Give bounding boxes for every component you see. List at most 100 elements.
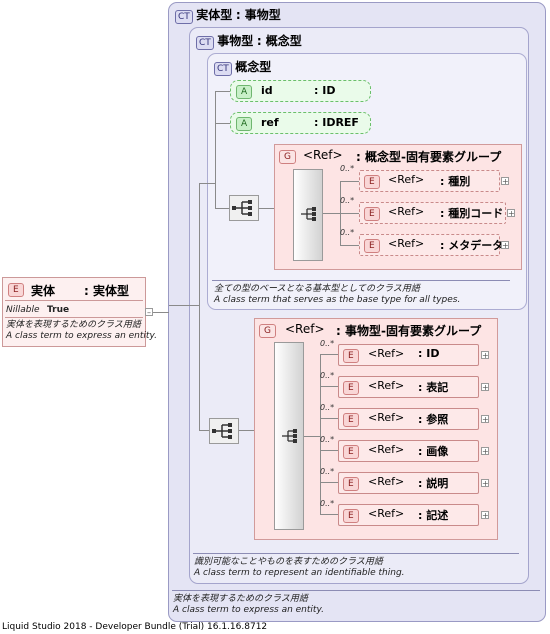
- connector: [320, 450, 338, 451]
- connector: [323, 213, 340, 214]
- group1-name: : 概念型-固有要素グループ: [356, 150, 502, 164]
- element-ref: <Ref>: [368, 411, 405, 424]
- element-ref: <Ref>: [368, 507, 405, 520]
- attribute-ref-type: : IDREF: [314, 116, 359, 129]
- expand-icon[interactable]: +: [501, 241, 509, 250]
- attribute-ref-name: ref: [261, 116, 279, 129]
- element-name: : メタデータ: [440, 239, 504, 252]
- expand-icon[interactable]: +: [501, 177, 509, 186]
- ct-middle-name: 事物型: [217, 34, 254, 48]
- ct-inner-name: 概念型: [235, 60, 272, 74]
- cardinality-label: 0..*: [320, 467, 335, 476]
- sequence-icon[interactable]: [229, 195, 259, 221]
- element-name: : 説明: [418, 477, 449, 490]
- expand-icon[interactable]: +: [481, 511, 489, 520]
- expand-icon[interactable]: +: [481, 351, 489, 360]
- attribute-ref[interactable]: A ref : IDREF: [230, 112, 371, 134]
- sequence-icon[interactable]: [209, 418, 239, 444]
- ct-inner-doc-ja: 全ての型のベースとなる基本型としてのクラス用語: [214, 284, 420, 294]
- expand-icon[interactable]: +: [507, 209, 515, 218]
- element-badge: E: [343, 509, 359, 523]
- cardinality-label: 0..*: [320, 499, 335, 508]
- footer-text: Liquid Studio 2018 - Developer Bundle (T…: [2, 622, 268, 632]
- cardinality-label: 0..*: [340, 164, 355, 173]
- connector: [340, 181, 359, 182]
- element-ref: <Ref>: [368, 347, 405, 360]
- element-description[interactable]: [338, 472, 479, 494]
- root-doc-en: A class term to express an entity.: [6, 331, 157, 341]
- ct-middle-badge: CT: [196, 36, 214, 50]
- root-separator-2: [5, 317, 143, 318]
- element-badge: E: [343, 477, 359, 491]
- ct-middle-header: CT 事物型 : 概念型: [196, 32, 302, 50]
- connector: [304, 436, 320, 437]
- element-kind[interactable]: [359, 170, 500, 192]
- element-badge: E: [343, 445, 359, 459]
- element-name: : 参照: [418, 413, 449, 426]
- root-separator-1: [5, 300, 143, 301]
- connector: [320, 514, 338, 515]
- element-reference[interactable]: [338, 408, 479, 430]
- sequence-bar: [293, 169, 323, 261]
- expand-icon[interactable]: +: [481, 479, 489, 488]
- ct-outer-header: CT 実体型 : 事物型: [175, 6, 281, 24]
- ct-outer-doc-ja: 実体を表現するためのクラス用語: [173, 594, 308, 604]
- connector: [169, 305, 200, 306]
- connector: [320, 418, 338, 419]
- expand-icon[interactable]: +: [481, 415, 489, 424]
- sequence-icon: [299, 205, 319, 226]
- ct-middle-type: : 概念型: [256, 34, 302, 48]
- ct-inner-doc-en: A class term that serves as the base typ…: [214, 295, 461, 305]
- ct-middle-doc-ja: 識別可能なことやものを表すためのクラス用語: [194, 557, 383, 567]
- group2-name: : 事物型-固有要素グループ: [336, 324, 482, 338]
- element-name: : 種別: [440, 175, 471, 188]
- attribute-ref-badge: A: [236, 117, 253, 131]
- ct-outer-name: 実体型: [196, 8, 233, 22]
- group1-ref: <Ref>: [303, 148, 343, 162]
- group2-badge: G: [259, 324, 276, 338]
- expand-icon[interactable]: +: [481, 383, 489, 392]
- root-element-name: 実体: [31, 284, 56, 298]
- cardinality-label: 0..*: [340, 228, 355, 237]
- attribute-id[interactable]: A id : ID: [230, 80, 371, 102]
- element-metadata[interactable]: [359, 234, 500, 256]
- element-image[interactable]: [338, 440, 479, 462]
- element-name: : 記述: [418, 509, 449, 522]
- connector: [340, 245, 359, 246]
- root-element[interactable]: [2, 277, 146, 347]
- attribute-id-name: id: [261, 84, 273, 97]
- ct-inner-separator: [212, 280, 510, 281]
- connector: [320, 354, 321, 514]
- element-id[interactable]: [338, 344, 479, 366]
- connector: [320, 354, 338, 355]
- element-ref: <Ref>: [368, 443, 405, 456]
- element-notation[interactable]: [338, 376, 479, 398]
- element-kind-code[interactable]: [359, 202, 506, 224]
- expand-icon[interactable]: +: [481, 447, 489, 456]
- element-badge: E: [364, 207, 380, 221]
- element-badge: E: [343, 381, 359, 395]
- element-name: : ID: [418, 347, 440, 360]
- element-statement[interactable]: [338, 504, 479, 526]
- collapse-toggle-icon[interactable]: –: [145, 308, 153, 317]
- root-element-badge: E: [8, 283, 24, 297]
- cardinality-label: 0..*: [320, 435, 335, 444]
- element-ref: <Ref>: [388, 237, 425, 250]
- element-ref: <Ref>: [388, 173, 425, 186]
- root-doc-ja: 実体を表現するためのクラス用語: [6, 320, 141, 330]
- connector: [199, 183, 215, 184]
- connector: [259, 208, 274, 209]
- element-name: : 画像: [418, 445, 449, 458]
- ct-middle-separator: [193, 553, 519, 554]
- element-ref: <Ref>: [368, 379, 405, 392]
- connector: [340, 213, 359, 214]
- element-ref: <Ref>: [368, 475, 405, 488]
- cardinality-label: 0..*: [320, 403, 335, 412]
- element-badge: E: [364, 175, 380, 189]
- connector: [215, 208, 229, 209]
- connector: [320, 386, 338, 387]
- connector: [153, 312, 169, 313]
- connector: [215, 91, 216, 208]
- element-name: : 表記: [418, 381, 449, 394]
- ct-inner-badge: CT: [214, 62, 232, 76]
